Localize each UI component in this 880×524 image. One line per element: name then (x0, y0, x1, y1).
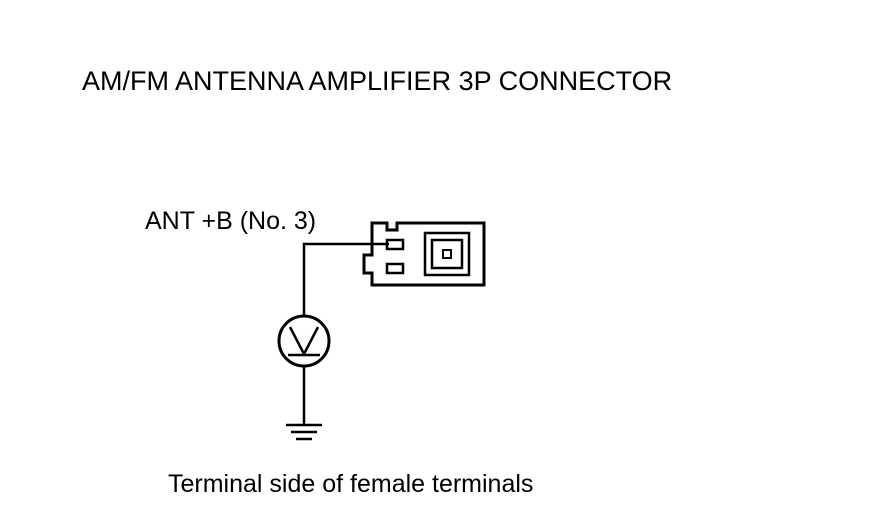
diagram-title: AM/FM ANTENNA AMPLIFIER 3P CONNECTOR (82, 66, 672, 96)
lock-middle (430, 238, 464, 270)
terminal-no-3 (385, 238, 405, 251)
diagram-caption: Terminal side of female terminals (168, 470, 533, 498)
probe-wire (302, 242, 389, 317)
voltmeter-icon (277, 314, 331, 368)
connector-housing (362, 221, 486, 287)
ground-icon (286, 423, 322, 441)
lock-outer (423, 231, 471, 277)
lock-inner (442, 249, 452, 259)
terminal-no-1 (385, 262, 405, 275)
terminal-label: ANT +B (No. 3) (145, 207, 316, 235)
connector-3p (362, 221, 486, 287)
